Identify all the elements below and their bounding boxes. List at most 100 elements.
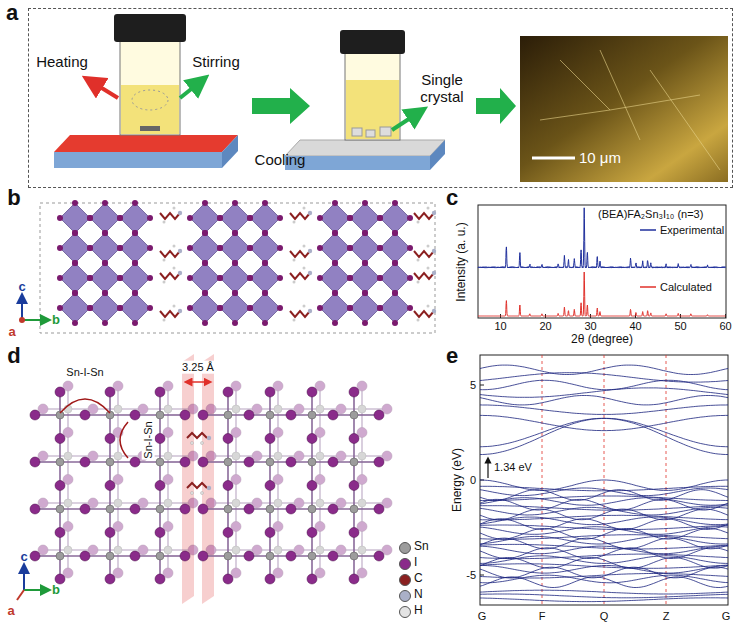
axes-b	[19, 298, 46, 323]
crystal-structure-b-part	[250, 233, 280, 263]
crystal-structure-b-part	[392, 320, 398, 326]
crystal-structure-b-part	[178, 309, 182, 313]
crystal-structure-d-part-part	[198, 551, 208, 561]
crystal-structure-b-part	[290, 273, 310, 279]
crystal-structure-b-part	[262, 290, 268, 296]
crystal-structure-b-part	[377, 245, 383, 251]
crystal-structure-d-part	[30, 387, 190, 584]
crystal-structure-b-part	[347, 245, 353, 251]
crystal-structure-d-part	[191, 442, 194, 445]
crystal-structure-b-part	[250, 293, 280, 323]
axis-title: Energy (eV)	[451, 448, 465, 512]
crystal-structure-b-part	[262, 320, 268, 326]
atom-swatch	[399, 574, 411, 586]
crystal-structure-b-part	[117, 215, 123, 221]
crystal-structure-b-part	[87, 305, 93, 311]
crystal-structure-b-part	[262, 200, 268, 206]
kpoint-label: Z	[663, 610, 670, 623]
crystal-structure-b-part	[160, 311, 180, 317]
crystal-structure-b-part	[102, 260, 108, 266]
crystal-structure-d-part	[206, 381, 392, 578]
crystal-structure-d-part-part	[114, 546, 122, 554]
legend-label: Experimental	[660, 224, 724, 237]
crystal-structure-d-part-part	[316, 546, 324, 554]
crystal-structure-d-part-part	[224, 458, 232, 466]
tick-label: 5	[470, 379, 476, 392]
step-label: Heating	[36, 53, 88, 70]
crystal-structure-b-part	[332, 260, 338, 266]
crystal-structure-b-part	[232, 200, 238, 206]
crystal-structure-b-part	[72, 290, 78, 296]
crystal-structure-b-part	[72, 260, 78, 266]
crystal-structure-d-part-part	[114, 452, 122, 460]
vial-cooling-part	[366, 130, 375, 137]
crystal-structure-d-part-part	[164, 452, 172, 460]
crystal-structure-d-part-part	[155, 528, 165, 538]
crystal-structure-b-part	[290, 251, 310, 257]
crystal-structure-d-part-part	[156, 505, 164, 513]
crystal-structure-b-part	[320, 203, 350, 233]
crystal-structure-b-part	[202, 260, 208, 266]
crystal-structure-d-part-part	[55, 528, 65, 538]
crystal-structure-b-part	[60, 293, 90, 323]
crystal-structure-b-part	[417, 281, 420, 284]
crystal-structure-d-part-part	[274, 452, 282, 460]
crystal-structure-b-part	[232, 260, 238, 266]
hotplate-heating-part	[54, 152, 222, 168]
axes-b-part	[19, 317, 25, 323]
kpoint-label: G	[478, 610, 487, 623]
crystal-structure-b-part	[377, 215, 383, 221]
atom-swatch	[399, 590, 411, 602]
crystal-structure-b-part	[102, 290, 108, 296]
crystal-structure-b-part	[232, 320, 238, 326]
crystal-structure-b-part	[87, 305, 93, 311]
crystal-structure-d-part-part	[114, 499, 122, 507]
crystal-structure-d-part-part	[130, 504, 140, 514]
crystal-structure-b-part	[102, 200, 108, 206]
crystal-structure-d-part-part	[106, 505, 114, 513]
crystal-structure-b-part	[217, 215, 223, 221]
crystal-structure-d-part-part	[374, 551, 384, 561]
band-structure-part-part	[480, 548, 728, 559]
crystal-structure-d-part	[38, 381, 198, 578]
crystal-structure-b-part	[303, 207, 306, 210]
axis-label: a	[8, 325, 15, 340]
hotplate-heating	[54, 135, 238, 168]
crystal-structure-b-part	[247, 245, 253, 251]
band-structure-part-part	[480, 480, 728, 490]
crystal-structure-b-part	[187, 245, 193, 251]
crystal-structure-d-part-part	[180, 457, 190, 467]
crystal-structure-d-part-part	[180, 504, 190, 514]
axis-title: 2θ (degree)	[571, 333, 633, 347]
crystal-structure-b-part	[90, 233, 120, 263]
crystal-structure-b-part	[87, 215, 93, 221]
band-structure-part-part	[480, 418, 728, 447]
crystal-structure-d-part-part	[308, 552, 316, 560]
crystal-structure-d-part-part	[374, 410, 384, 420]
crystal-structure-d-part-part	[155, 434, 165, 444]
crystal-structure-b-part	[392, 290, 398, 296]
crystal-structure-b-part	[132, 200, 138, 206]
crystal-structure-b-part	[217, 305, 223, 311]
angle-arc	[120, 422, 128, 458]
band-structure-part-part	[480, 365, 728, 374]
crystal-structure-d-part-part	[105, 434, 115, 444]
band-structure-part-part	[480, 519, 728, 530]
crystal-structure-d-part-part	[164, 546, 172, 554]
crystal-structure-d-part-part	[350, 411, 358, 419]
crystal-structure-b-part	[427, 267, 430, 270]
crystal-structure-d-part-part	[105, 387, 115, 397]
crystal-structure-d-part-part	[105, 528, 115, 538]
crystal-structure-d-part	[187, 433, 207, 438]
crystal-structure-b-part	[147, 275, 153, 281]
crystal-structure-d-part-part	[316, 499, 324, 507]
axes-d-part	[17, 590, 24, 600]
crystal-structure-b-part	[232, 230, 238, 236]
crystal-structure-d-part-part	[328, 457, 338, 467]
crystal-structure-b-part	[262, 230, 268, 236]
kpoint-label: Q	[600, 610, 609, 623]
crystal-structure-b-part	[187, 305, 193, 311]
crystal-structure-b-part	[417, 259, 420, 262]
band-structure-part-part	[480, 546, 728, 554]
vial-cooling-part	[340, 30, 405, 54]
